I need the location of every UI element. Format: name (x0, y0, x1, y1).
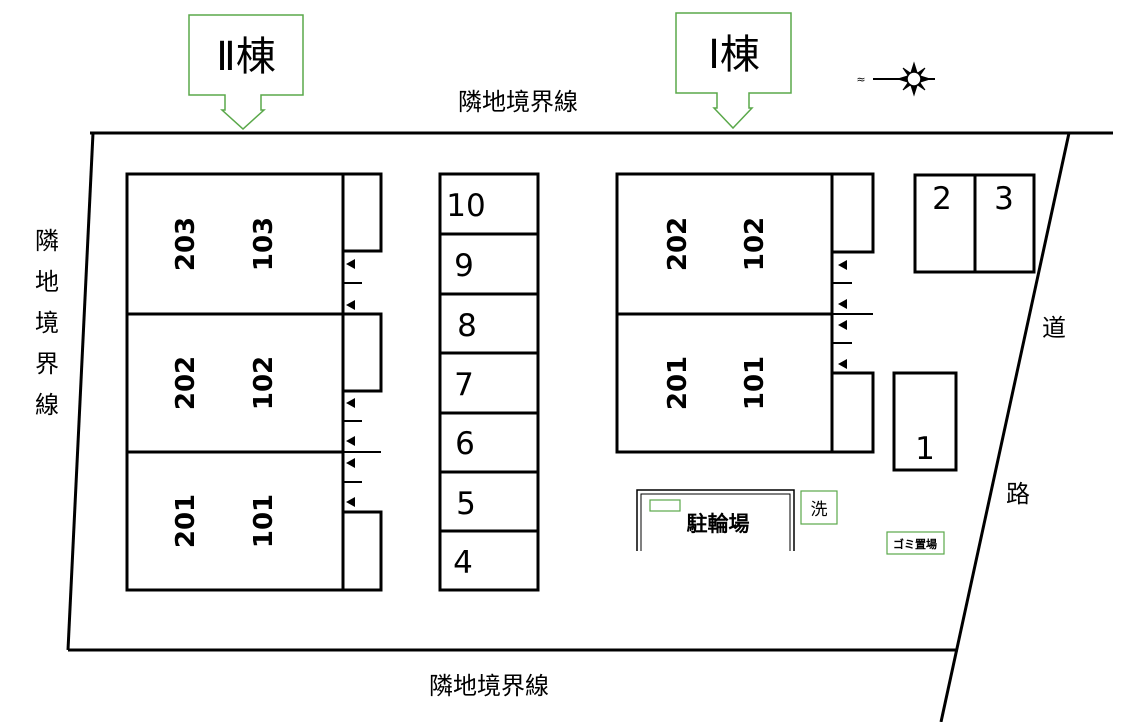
garbage-area: ゴミ置場 (886, 531, 945, 555)
boundary-label-left-char: 界 (35, 350, 59, 378)
parking-spaces-2-3 (913, 173, 1036, 274)
building-1-label: Ⅰ棟 (708, 32, 760, 78)
parking-space-number: 4 (453, 545, 473, 581)
entrance-arrow-icon (346, 259, 355, 269)
building-1 (615, 172, 875, 454)
parking-space-number: 5 (456, 486, 476, 522)
balcony (343, 312, 383, 393)
balcony (832, 371, 875, 454)
unit-number: 201 (663, 356, 693, 410)
parking-space-number: 6 (455, 426, 475, 462)
garbage-label: ゴミ置場 (893, 537, 937, 551)
callout-building-1: Ⅰ棟 (675, 12, 792, 130)
parking-space-1-outline (892, 371, 958, 472)
boundary-label-left-char: 地 (35, 268, 59, 296)
parking-space-number: 7 (454, 367, 474, 403)
unit-number: 202 (663, 217, 693, 271)
parking-space-number: 2 (932, 181, 952, 217)
unit-number: 103 (249, 217, 279, 271)
building-2-label: Ⅱ棟 (216, 34, 276, 80)
bicycle-parking-label: 駐輪場 (687, 512, 750, 536)
entrance-arrow-icon (346, 436, 355, 446)
entrance-arrow-icon (838, 359, 847, 369)
parking-space-number: 3 (994, 181, 1014, 217)
north-compass-icon: ≈ (856, 61, 935, 97)
entrance-markers-building-2 (346, 259, 355, 507)
entrance-arrow-icon (346, 398, 355, 408)
unit-number: 201 (171, 494, 201, 548)
road-label: 道 路 (1006, 314, 1066, 508)
balcony (343, 172, 383, 253)
entrance-arrow-icon (346, 458, 355, 468)
unit-number: 202 (171, 356, 201, 410)
boundary-label-bottom: 隣地境界線 (429, 672, 549, 700)
entrance-arrow-icon (838, 299, 847, 309)
building-2-outline (125, 172, 345, 592)
unit-number: 102 (740, 217, 770, 271)
parking-space-number: 10 (446, 188, 485, 224)
building-2 (125, 172, 383, 592)
wash-label: 洗 (811, 500, 828, 520)
road-edge-line (939, 132, 1071, 722)
north-mark: ≈ (856, 73, 865, 86)
boundary-label-left-char: 境 (35, 309, 59, 337)
balcony (832, 172, 875, 254)
entrance-arrow-icon (346, 497, 355, 507)
entrance-arrow-icon (838, 260, 847, 270)
parking-numbers: 10 9 8 7 6 5 4 (446, 188, 485, 581)
bicycle-rack-marker (649, 499, 681, 512)
building-2-units: 203 103 202 102 201 101 (171, 217, 279, 548)
unit-number: 101 (249, 494, 279, 548)
boundary-label-left-char: 隣 (35, 227, 59, 255)
unit-number: 203 (171, 217, 201, 271)
entrance-markers-building-1 (838, 260, 847, 369)
unit-number: 101 (740, 356, 770, 410)
road-label-char: 路 (1006, 480, 1030, 508)
building-1-units: 202 102 201 101 (663, 217, 770, 410)
parking-space-number: 1 (915, 431, 935, 467)
boundary-label-left: 隣 地 境 界 線 (35, 227, 59, 419)
callout-building-2: Ⅱ棟 (188, 14, 304, 131)
boundary-line-left (66, 132, 95, 651)
parking-space-number: 8 (457, 308, 477, 344)
wash-area: 洗 (800, 490, 838, 525)
parking-space-number: 9 (454, 248, 474, 284)
parking-column (438, 172, 540, 592)
boundary-label-left-char: 線 (35, 391, 59, 419)
road-label-char: 道 (1042, 314, 1066, 342)
parking-column-outline (438, 172, 540, 592)
bicycle-parking: 駐輪場 (636, 489, 795, 551)
boundary-label-top: 隣地境界線 (458, 88, 578, 116)
entrance-arrow-icon (346, 300, 355, 310)
site-boundary (66, 131, 1113, 722)
entrance-arrow-icon (838, 320, 847, 330)
balcony (343, 510, 383, 592)
unit-number: 102 (249, 356, 279, 410)
